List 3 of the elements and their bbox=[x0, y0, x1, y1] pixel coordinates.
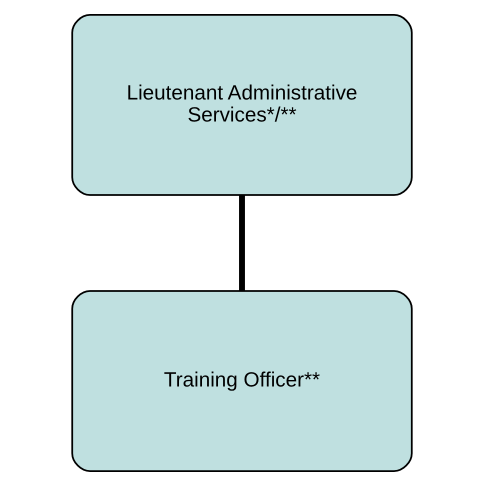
node-box: Training Officer** bbox=[70, 290, 412, 472]
node-box: Lieutenant Administrative Services*/** bbox=[70, 14, 412, 196]
connector bbox=[238, 194, 244, 290]
